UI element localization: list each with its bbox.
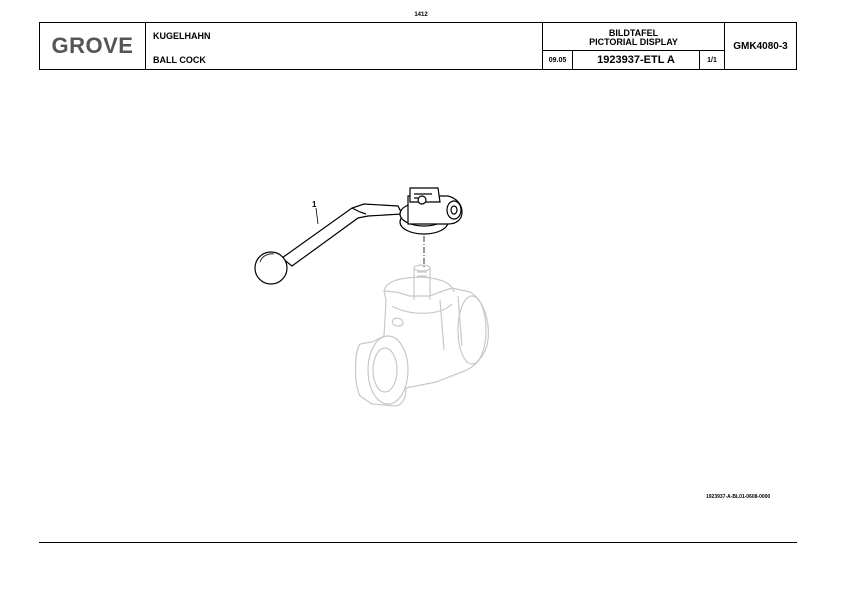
sheet-number: 1/1 [700, 51, 725, 69]
display-type-german: BILDTAFEL [608, 28, 659, 38]
valve-body [354, 276, 489, 407]
date-cell: 09.05 [543, 51, 573, 69]
display-type-cell: BILDTAFEL PICTORIAL DISPLAY [543, 23, 725, 51]
logo-cell: GROVE [40, 23, 146, 69]
lever-hub [399, 187, 463, 235]
description-cell: KUGELHAHN BALL COCK [146, 23, 543, 69]
description-english: BALL COCK [153, 55, 206, 65]
valve-stem [413, 264, 431, 300]
callout-leader [315, 207, 319, 225]
model-number: GMK4080-3 [733, 40, 788, 52]
grove-logo: GROVE [51, 33, 134, 58]
callout-1: 1 [312, 200, 317, 209]
bottom-rule [39, 542, 797, 543]
lever-handle [254, 203, 403, 285]
document-number: 1923937-ETL A [573, 51, 700, 69]
title-block: GROVE KUGELHAHN BALL COCK BILDTAFEL PICT… [39, 22, 797, 70]
description-german: KUGELHAHN [153, 31, 211, 41]
display-type-english: PICTORIAL DISPLAY [589, 37, 678, 47]
drawing-reference: 1923937-A-BL01-0608-0000 [706, 494, 771, 500]
page-number: 1412 [414, 12, 428, 18]
